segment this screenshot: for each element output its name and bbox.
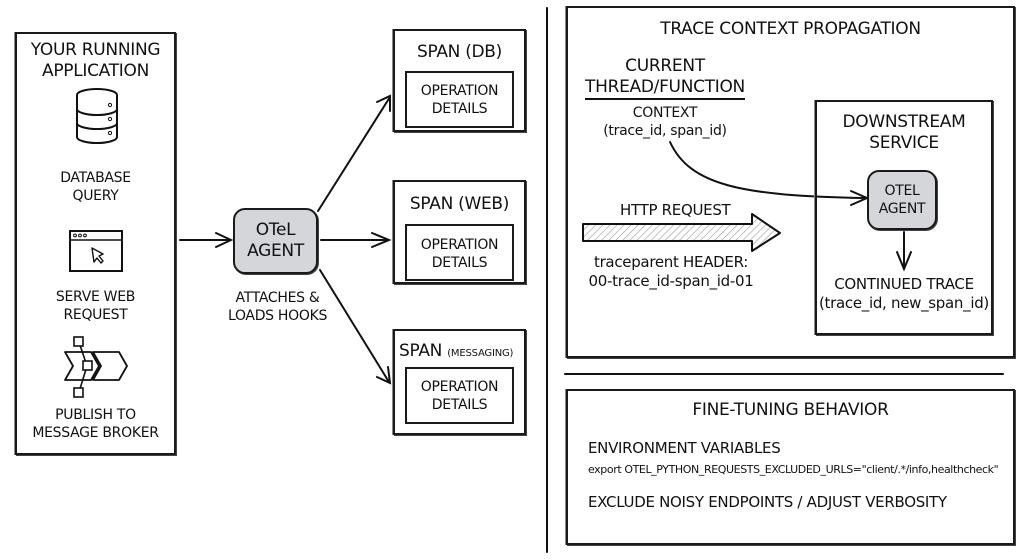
span-db-box: SPAN (DB) OPERATION DETAILS: [393, 29, 526, 132]
publish-message-broker-label: PUBLISH TO MESSAGE BROKER: [32, 407, 159, 441]
span-web-title: SPAN (WEB): [409, 194, 510, 214]
agent-caption: ATTACHES & LOADS HOOKS: [227, 290, 328, 324]
span-db-details: OPERATION DETAILS: [405, 71, 514, 128]
env-variables-heading: ENVIRONMENT VARIABLES: [588, 439, 781, 457]
span-db-title: SPAN (DB): [416, 42, 503, 62]
downstream-otel-agent-box[interactable]: OTEL AGENT: [867, 170, 937, 230]
downstream-service-title: DOWNSTREAM SERVICE: [842, 112, 966, 153]
trace-propagation-title: TRACE CONTEXT PROPAGATION: [660, 19, 921, 39]
application-box: YOUR RUNNING APPLICATION DATABASE QUERY …: [15, 32, 176, 455]
database-icon: [76, 88, 118, 144]
exclude-noisy-endpoints-note: EXCLUDE NOISY ENDPOINTS / ADJUST VERBOSI…: [588, 493, 947, 511]
fine-tuning-title: FINE-TUNING BEHAVIOR: [692, 400, 889, 420]
downstream-service-box: DOWNSTREAM SERVICE CONTINUED TRACE (trac…: [815, 100, 993, 335]
otel-agent-box[interactable]: OTeL AGENT: [233, 208, 318, 274]
arrow-agent-to-span-messaging: [319, 269, 392, 385]
traceparent-header: traceparent HEADER: 00-trace_id-span_id-…: [588, 253, 754, 290]
database-query-label: DATABASE QUERY: [60, 170, 131, 204]
arrow-agent-to-span-db: [317, 94, 391, 212]
http-request-label: HTTP REQUEST: [620, 201, 731, 219]
span-messaging-title: SPAN (MESSAGING): [399, 341, 514, 361]
span-messaging-box: SPAN (MESSAGING) OPERATION DETAILS: [393, 329, 526, 435]
span-web-box: SPAN (WEB) OPERATION DETAILS: [393, 180, 526, 284]
serve-web-request-label: SERVE WEB REQUEST: [55, 289, 136, 323]
current-thread-heading: CURRENT THREAD/FUNCTION: [580, 56, 750, 100]
browser-cursor-icon: [69, 230, 123, 272]
trace-propagation-panel: TRACE CONTEXT PROPAGATION CURRENT THREAD…: [566, 6, 1015, 358]
arrow-agent-to-span-web: [320, 232, 392, 248]
arrow-downstream-agent-to-continued-trace: [896, 231, 912, 272]
http-request-arrow-icon: [582, 213, 781, 252]
context-label: CONTEXT (trace_id, span_id): [603, 105, 727, 139]
application-title: YOUR RUNNING APPLICATION: [30, 40, 161, 81]
arrow-app-to-agent: [179, 232, 234, 248]
span-messaging-details: OPERATION DETAILS: [405, 367, 514, 424]
env-command: export OTEL_PYTHON_REQUESTS_EXCLUDED_URL…: [588, 463, 999, 476]
fine-tuning-panel: FINE-TUNING BEHAVIOR ENVIRONMENT VARIABL…: [566, 389, 1015, 545]
continued-trace-label: CONTINUED TRACE (trace_id, new_span_id): [819, 275, 989, 312]
message-broker-icon: [64, 336, 128, 398]
span-web-details: OPERATION DETAILS: [405, 224, 514, 281]
